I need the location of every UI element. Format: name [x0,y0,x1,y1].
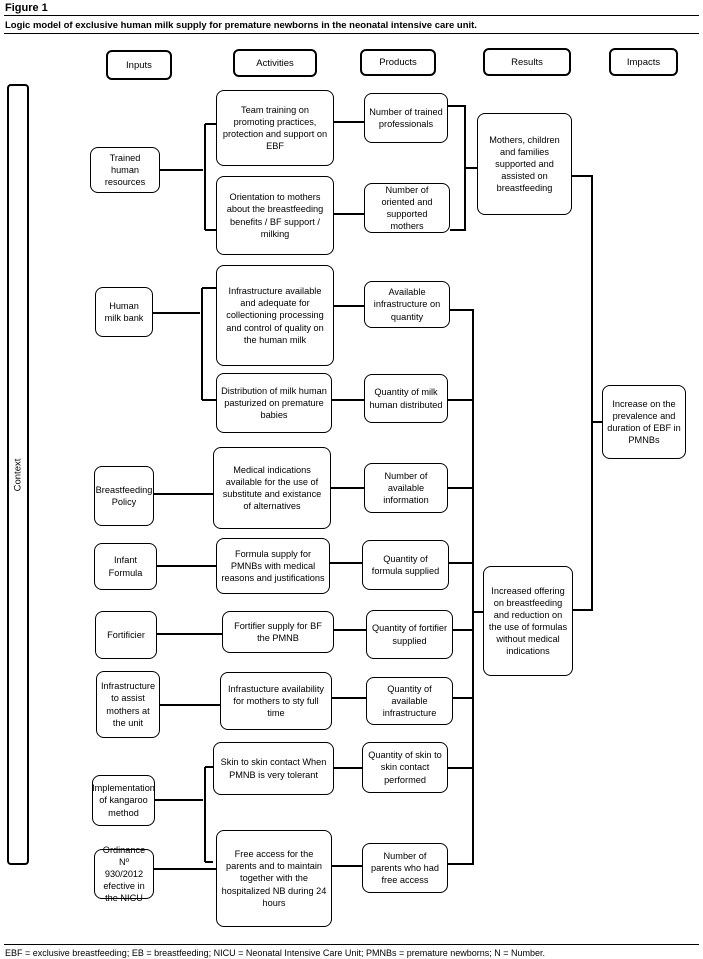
result-label: Mothers, children and families supported… [489,134,560,194]
product-label: Quantity of fortifier supplied [371,623,448,646]
product-formula-supplied: Quantity of formula supplied [362,540,449,590]
result-increased-offering: Increased offering on breastfeeding and … [483,566,573,676]
activity-skin-to-skin: Skin to skin contact When PMNB is very t… [213,742,334,795]
input-label: Infant Formula [108,555,143,578]
input-kangaroo-method: Implementation of kangaroo method [92,775,155,826]
product-label: Number of trained professionals [369,106,443,129]
figure-label: Figure 1 [5,2,48,14]
activity-fortifier-supply: Fortifier supply for BF the PMNB [222,611,334,653]
product-oriented-mothers: Number of oriented and supported mothers [364,183,450,233]
activity-label: Team training on promoting practices, pr… [222,104,328,152]
header-inputs-label: Inputs [126,59,152,71]
result-label: Increased offering on breastfeeding and … [488,585,568,657]
input-label: Implementation of kangaroo method [92,783,155,818]
header-products-label: Products [379,57,417,68]
footnote-rule [4,944,699,945]
activity-formula-supply: Formula supply for PMNBs with medical re… [216,538,330,594]
caption-rule [4,33,699,34]
impact-label: Increase on the prevalence and duration … [607,398,681,446]
product-parents-free-access: Number of parents who had free access [362,843,448,893]
activity-label: Skin to skin contact When PMNB is very t… [220,757,327,780]
product-label: Number of oriented and supported mothers [381,184,433,232]
activity-medical-indications: Medical indications available for the us… [213,447,331,529]
product-label: Available infrastructure on quantity [373,287,441,322]
product-label: Quantity of skin to skin contact perform… [368,750,442,785]
activity-infrastructure-availability: Infrastucture availability for mothers t… [220,672,332,730]
activity-label: Medical indications available for the us… [222,464,322,512]
product-available-infrastructure: Available infrastructure on quantity [364,281,450,328]
header-impacts: Impacts [609,48,678,76]
result-mothers-supported: Mothers, children and families supported… [477,113,572,215]
product-label: Number of parents who had free access [371,850,439,886]
input-fortificier: Fortificier [95,611,157,659]
input-infant-formula: Infant Formula [94,543,157,590]
activity-label: Distribution of milk human pasturized on… [221,385,327,421]
activity-label: Infrastructure available and adequate fo… [226,286,324,345]
input-human-milk-bank: Human milk bank [95,287,153,337]
header-activities: Activities [233,49,317,77]
activity-label: Orientation to mothers about the breastf… [226,192,324,239]
activity-orientation: Orientation to mothers about the breastf… [216,176,334,255]
product-trained-professionals: Number of trained professionals [364,93,448,143]
impact-prevalence: Increase on the prevalence and duration … [602,385,686,459]
header-products: Products [360,49,436,76]
product-skin-contact-performed: Quantity of skin to skin contact perform… [362,742,448,793]
activity-team-training: Team training on promoting practices, pr… [216,90,334,166]
product-label: Quantity of milk human distributed [369,387,443,410]
context-bar: Context [7,84,29,865]
product-label: Quantity of available infrastructure [382,683,437,719]
input-ordinance: Ordinance Nº 930/2012 efective in the NI… [94,845,154,903]
product-label: Number of available information [383,470,429,506]
input-infrastructure-mothers: Infrastructure to assist mothers at the … [96,671,160,738]
activity-label: Formula supply for PMNBs with medical re… [221,548,325,584]
input-label: Breastfeeding Policy [95,484,153,507]
activity-label: Free access for the parents and to maint… [221,849,327,908]
input-label: Infrastructure to assist mothers at the … [100,681,156,728]
header-inputs: Inputs [106,50,172,80]
header-activities-label: Activities [256,57,294,69]
activity-infrastructure-available: Infrastructure available and adequate fo… [216,265,334,366]
header-results: Results [483,48,571,76]
footnote: EBF = exclusive breastfeeding; EB = brea… [5,948,546,958]
input-label: Ordinance Nº 930/2012 efective in the NI… [102,844,146,904]
input-breastfeeding-policy: Breastfeeding Policy [94,466,154,526]
figure-caption: Logic model of exclusive human milk supp… [5,20,477,31]
activity-label: Infrastucture availability for mothers t… [227,683,324,719]
input-trained-human-resources: Trained human resources [90,147,160,193]
header-impacts-label: Impacts [626,56,661,68]
input-label: Trained human resources [104,152,146,188]
product-milk-distributed: Quantity of milk human distributed [364,374,448,423]
activity-label: Fortifier supply for BF the PMNB [234,620,322,643]
activity-free-access: Free access for the parents and to maint… [216,830,332,927]
product-available-infrastructure-quantity: Quantity of available infrastructure [366,677,453,725]
activity-distribution: Distribution of milk human pasturized on… [216,373,332,433]
product-available-information: Number of available information [364,463,448,513]
input-label: Human milk bank [104,300,144,323]
input-label: Fortificier [107,629,145,640]
header-results-label: Results [511,56,543,68]
context-label: Context [12,458,24,491]
product-label: Quantity of formula supplied [371,553,440,576]
product-fortifier-supplied: Quantity of fortifier supplied [366,610,453,659]
top-rule [4,15,699,16]
